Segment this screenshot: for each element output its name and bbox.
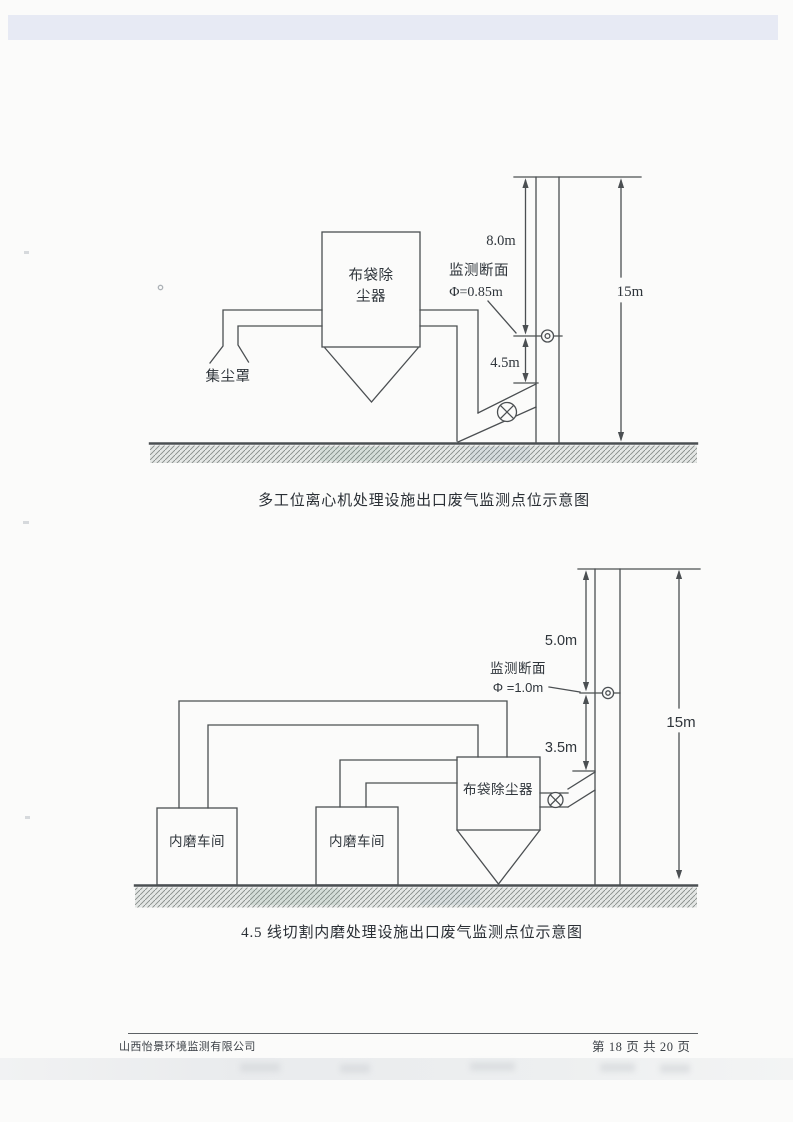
fig1-leader-line	[487, 300, 517, 334]
figure2-diagram: 内磨车间 内磨车间 布袋除尘器	[133, 568, 701, 908]
fig2-inlet-ducts	[178, 700, 508, 809]
fig2-hopper	[456, 829, 541, 886]
fig2-stack-height-dim	[675, 569, 683, 880]
figure1-diagram: 布袋除 尘器 集尘罩	[148, 176, 699, 463]
fig2-dim-lower	[572, 694, 596, 772]
scan-edge-mark	[23, 521, 29, 524]
fig1-monitoring-point-symbol	[513, 329, 563, 343]
figure1-caption: 多工位离心机处理设施出口废气监测点位示意图	[258, 493, 590, 509]
fig2-stack	[577, 568, 701, 886]
fig2-bag-filter-label: 布袋除尘器	[463, 782, 533, 797]
scan-edge-mark	[25, 816, 30, 819]
fig1-monitoring-section-label: 监测断面	[449, 262, 509, 279]
fig2-bag-filter	[456, 756, 541, 886]
fig1-dim-upper	[522, 178, 529, 335]
fig1-fan-symbol	[496, 401, 518, 423]
scan-edge-mark	[24, 251, 29, 254]
fig2-monitoring-point-symbol	[579, 686, 621, 700]
fig2-outlet-duct	[539, 771, 596, 808]
fig2-workshop2-label: 内磨车间	[329, 833, 385, 849]
fig1-bag-filter-label-line2: 尘器	[356, 288, 386, 305]
fig1-dim-upper-label: 8.0m	[486, 233, 516, 249]
fig2-monitoring-section-label: 监测断面	[490, 661, 546, 676]
fig2-dim-upper	[582, 570, 590, 692]
scan-artifact-top-band	[8, 15, 778, 40]
fig1-stack-height-dim	[617, 178, 625, 442]
fig2-ground	[133, 884, 699, 908]
scan-smudge	[240, 1063, 280, 1072]
fig2-dim-upper-label: 5.0m	[545, 633, 577, 649]
scan-artifact-bottom-band	[0, 1058, 793, 1080]
fig2-diameter-label: Φ =1.0m	[493, 680, 543, 695]
fig2-fan-symbol	[547, 791, 564, 809]
fig1-ground	[148, 442, 699, 463]
fig1-inlet-ducts-and-hood	[209, 309, 323, 364]
fig2-leader-line	[548, 686, 581, 693]
fig1-stack	[513, 176, 642, 444]
fig2-dim-lower-label: 3.5m	[545, 740, 577, 756]
scan-smudge	[340, 1064, 370, 1073]
fig2-workshop1-box	[156, 807, 238, 886]
fig1-hopper	[324, 347, 419, 403]
scan-smudge	[470, 1062, 515, 1071]
scan-smudge	[600, 1063, 635, 1072]
figure2-caption: 4.5 线切割内磨处理设施出口废气监测点位示意图	[241, 925, 583, 941]
footer-page-number: 第 18 页 共 20 页	[592, 1040, 691, 1054]
fig1-outlet-duct	[419, 309, 537, 443]
fig1-dim-lower-label: 4.5m	[490, 355, 520, 371]
fig2-workshop1-label: 内磨车间	[169, 833, 225, 849]
fig1-diameter-label: Φ=0.85m	[449, 285, 503, 300]
footer-rule	[128, 1033, 698, 1035]
scan-smudge	[660, 1064, 690, 1073]
fig1-stack-height-label: 15m	[617, 284, 644, 300]
footer-company-name: 山西怡景环境监测有限公司	[119, 1041, 256, 1053]
fig1-scan-speck	[157, 284, 164, 291]
fig1-bag-filter-label-line1: 布袋除	[349, 267, 394, 284]
fig1-dust-hood-label: 集尘罩	[206, 368, 251, 385]
fig2-workshop2-box	[315, 806, 399, 886]
fig1-dim-lower	[513, 337, 539, 384]
fig1-bag-filter	[321, 231, 421, 403]
fig2-stack-height-label: 15m	[666, 714, 695, 731]
